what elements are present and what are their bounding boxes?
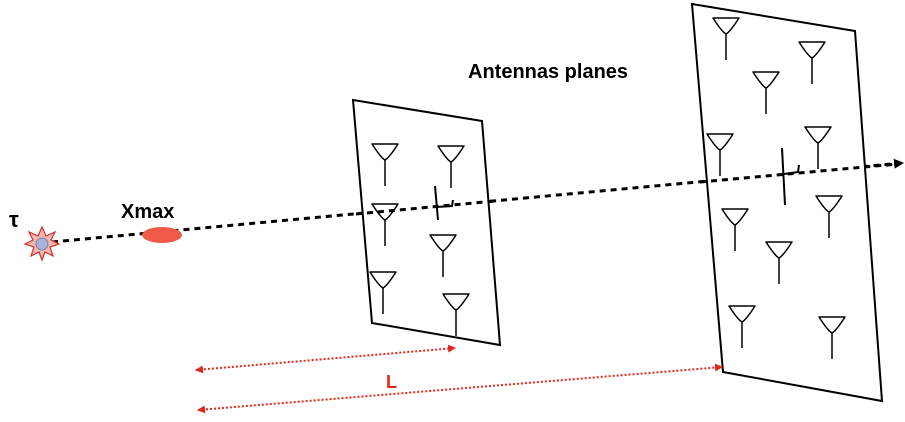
distance-arrow-near: [195, 344, 456, 374]
shower-axis-segment-far: [699, 162, 899, 184]
antenna-plane-near: [351, 98, 502, 347]
antennas-planes-label: Antennas planes: [468, 61, 628, 83]
shower-axis-segment-near: [355, 199, 496, 216]
tau-source-icon: [23, 225, 61, 262]
xmax-marker: [142, 227, 182, 243]
xmax-label: Xmax: [121, 201, 174, 223]
tau-label: τ: [9, 207, 19, 232]
right-angle-marker-near: [434, 185, 454, 221]
distance-label: L: [386, 372, 397, 392]
distance-arrow-far: [197, 363, 723, 414]
antenna-plane-far: [690, 2, 884, 403]
